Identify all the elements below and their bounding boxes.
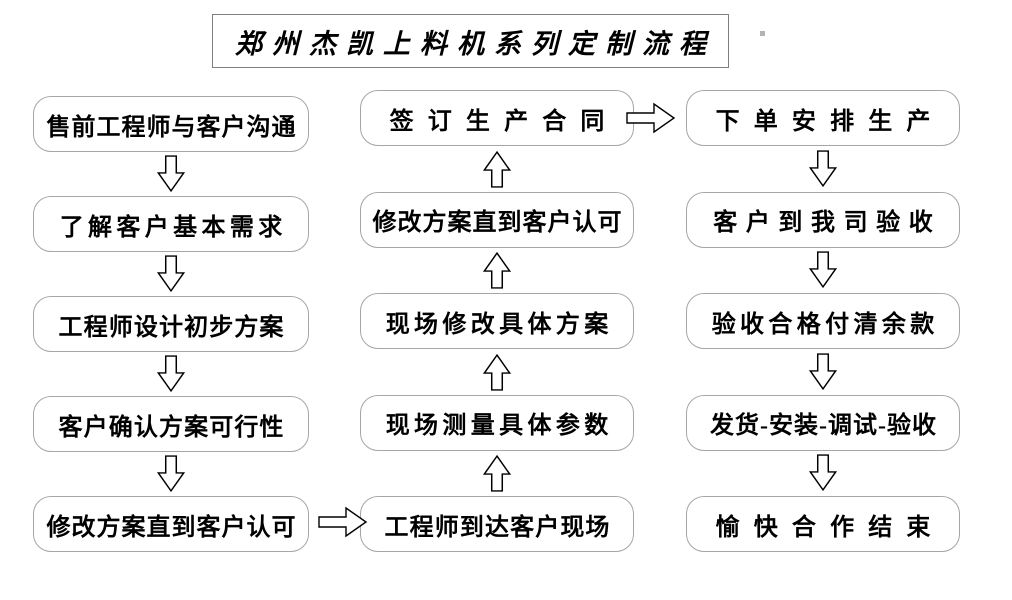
arrow-right-icon [316, 505, 370, 539]
flow-step-onsite-revise-plan: 现场修改具体方案 [360, 293, 634, 349]
arrow-down-icon [809, 454, 837, 492]
arrow-down-icon [157, 155, 185, 193]
flow-step-label: 愉快合作结束 [715, 514, 945, 541]
flow-step-label: 发货-安装-调试-验收 [710, 413, 937, 439]
arrow-right-icon [624, 101, 678, 135]
flow-column-middle: 签订生产合同 修改方案直到客户认可 现场修改具体方案 现场测量具体参数 工程师到… [360, 90, 634, 552]
flow-step-label: 工程师到达客户现场 [384, 514, 611, 541]
flow-step-pay-balance: 验收合格付清余款 [686, 293, 960, 349]
flow-step-label: 修改方案直到客户认可 [372, 210, 623, 236]
flow-step-place-order: 下单安排生产 [686, 90, 960, 146]
flow-step-label: 客户到我司验收 [713, 210, 942, 236]
flow-step-label: 修改方案直到客户认可 [46, 514, 297, 541]
flow-step-revise-until-approved-2: 修改方案直到客户认可 [360, 191, 634, 248]
flow-step-label: 现场修改具体方案 [385, 311, 613, 338]
flow-step-happy-cooperation-end: 愉快合作结束 [686, 496, 960, 552]
flowchart-title-box: 郑州杰凯上料机系列定制流程 [212, 14, 729, 68]
flow-step-onsite-measure-params: 现场测量具体参数 [360, 394, 634, 451]
flow-step-customer-acceptance-visit: 客户到我司验收 [686, 191, 960, 248]
flow-step-engineer-arrives-site: 工程师到达客户现场 [360, 496, 634, 552]
flowchart-title: 郑州杰凯上料机系列定制流程 [235, 28, 716, 59]
flow-step-confirm-feasibility: 客户确认方案可行性 [33, 396, 309, 452]
flow-step-presale-communication: 售前工程师与客户沟通 [33, 96, 309, 152]
flow-step-label: 了解客户基本需求 [59, 214, 287, 241]
flow-step-label: 签订生产合同 [389, 108, 619, 135]
flow-step-label: 工程师设计初步方案 [58, 314, 285, 341]
flow-step-ship-install-debug-accept: 发货-安装-调试-验收 [686, 394, 960, 451]
arrow-down-icon [809, 251, 837, 289]
flow-step-label: 下单安排生产 [715, 108, 945, 135]
flow-step-label: 验收合格付清余款 [711, 311, 939, 338]
arrow-up-icon [483, 454, 511, 492]
flow-column-left: 售前工程师与客户沟通 了解客户基本需求 工程师设计初步方案 客户确认方案可行性 … [33, 96, 309, 552]
arrow-down-icon [809, 353, 837, 391]
arrow-up-icon [483, 150, 511, 188]
flow-step-label: 售前工程师与客户沟通 [46, 114, 297, 141]
stray-mark [760, 31, 765, 36]
flow-step-label: 现场测量具体参数 [385, 413, 613, 439]
arrow-down-icon [157, 255, 185, 293]
arrow-down-icon [157, 355, 185, 393]
flow-step-label: 客户确认方案可行性 [58, 414, 285, 441]
arrow-up-icon [483, 353, 511, 391]
flow-column-right: 下单安排生产 客户到我司验收 验收合格付清余款 发货-安装-调试-验收 愉快合作… [686, 90, 960, 552]
flow-step-revise-until-approved-1: 修改方案直到客户认可 [33, 496, 309, 552]
flow-step-sign-contract: 签订生产合同 [360, 90, 634, 146]
arrow-down-icon [157, 455, 185, 493]
arrow-up-icon [483, 251, 511, 289]
arrow-down-icon [809, 150, 837, 188]
flow-step-preliminary-design: 工程师设计初步方案 [33, 296, 309, 352]
flow-step-understand-needs: 了解客户基本需求 [33, 196, 309, 252]
